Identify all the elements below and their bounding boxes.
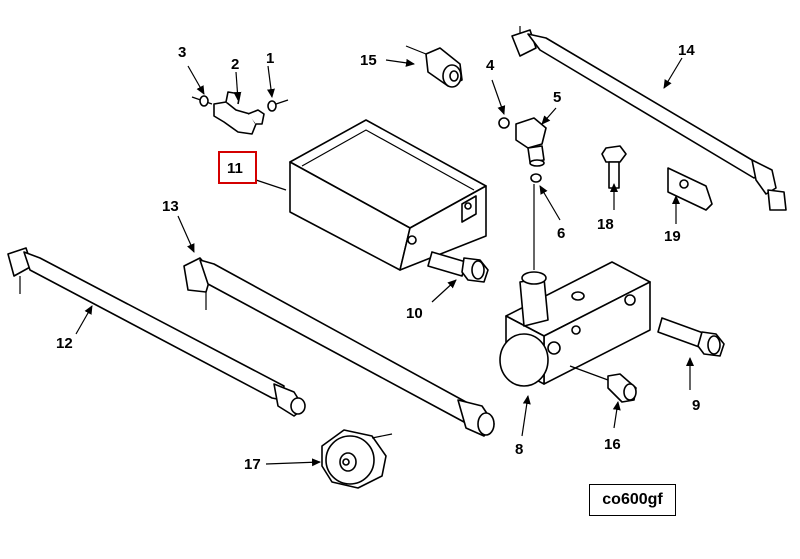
callout-17[interactable]: 17 [244, 456, 261, 473]
callout-14[interactable]: 14 [678, 42, 695, 59]
callout-2[interactable]: 2 [231, 56, 239, 73]
part-4-o-ring[interactable] [498, 117, 510, 129]
leader-lines [75, 57, 694, 467]
part-15-fitting[interactable] [405, 45, 463, 88]
callout-10[interactable]: 10 [406, 305, 423, 322]
part-3-o-ring[interactable] [199, 95, 209, 107]
part-2-elbow-fitting[interactable] [191, 91, 289, 135]
callout-8[interactable]: 8 [515, 441, 523, 458]
callout-15[interactable]: 15 [360, 52, 377, 69]
part-14-hose[interactable] [511, 26, 787, 211]
callout-11-highlight-box [218, 151, 257, 184]
part-19-bracket[interactable] [667, 167, 713, 211]
part-10-bolt[interactable] [427, 251, 489, 283]
part-13-hose[interactable] [183, 257, 495, 437]
part-9-bolt[interactable] [657, 317, 725, 357]
part-12-hose[interactable] [7, 247, 306, 417]
callout-3[interactable]: 3 [178, 44, 186, 61]
diagram-reference-code: co600gf [589, 484, 676, 516]
callout-12[interactable]: 12 [56, 335, 73, 352]
part-8-valve-body[interactable] [499, 261, 651, 387]
callout-labels: 1 2 3 4 5 6 8 9 10 11 12 13 14 15 16 17 … [56, 42, 700, 473]
callout-6[interactable]: 6 [557, 225, 565, 242]
part-18-screw[interactable] [601, 145, 627, 189]
part-17-plug[interactable] [321, 429, 393, 489]
callout-18[interactable]: 18 [597, 216, 614, 233]
callout-19[interactable]: 19 [664, 228, 681, 245]
callout-9[interactable]: 9 [692, 397, 700, 414]
part-16-fitting[interactable] [569, 365, 637, 403]
part-5-elbow[interactable] [515, 117, 547, 167]
callout-4[interactable]: 4 [486, 57, 495, 74]
callout-13[interactable]: 13 [162, 198, 179, 215]
part-1-o-ring[interactable] [267, 100, 277, 112]
callout-5[interactable]: 5 [553, 89, 561, 106]
callout-16[interactable]: 16 [604, 436, 621, 453]
callout-11[interactable]: 11 [227, 160, 243, 177]
part-11-block[interactable] [289, 119, 487, 271]
callout-1[interactable]: 1 [266, 50, 274, 67]
part-6-o-ring[interactable] [530, 173, 542, 183]
